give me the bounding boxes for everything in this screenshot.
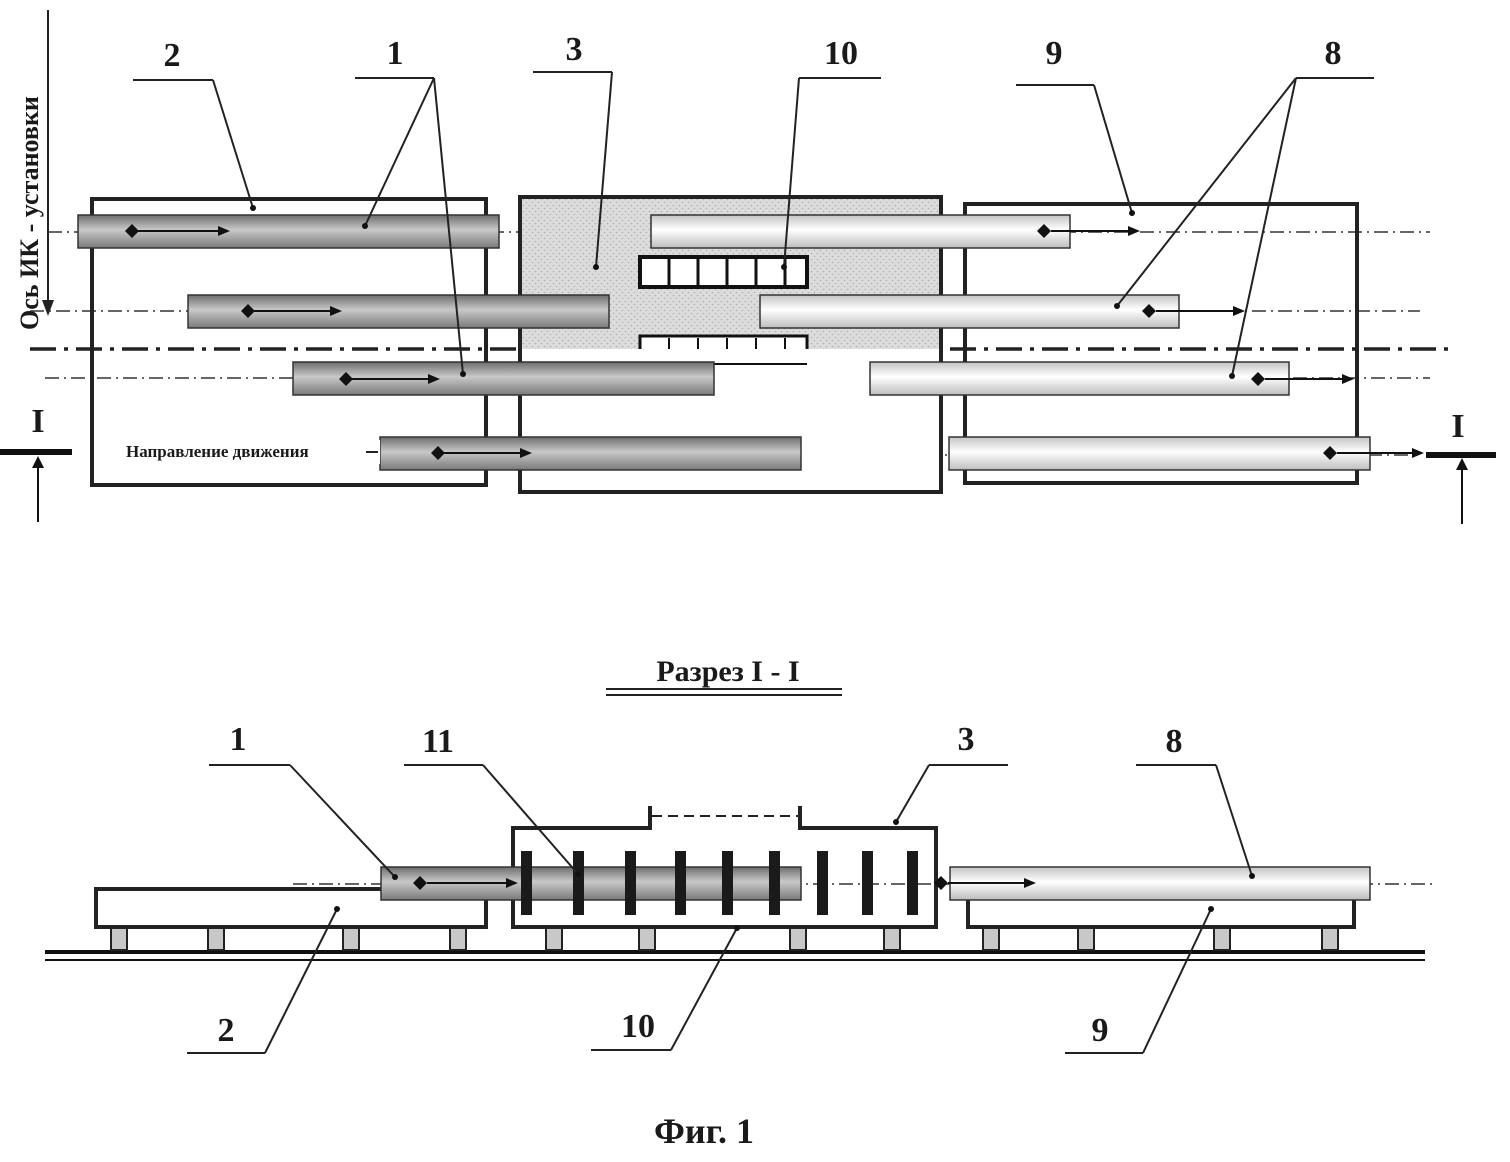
section-label-left: I bbox=[31, 403, 44, 440]
section-view: 1 11 3 8 2 10 9 bbox=[45, 721, 1437, 1053]
callout-8-bottom: 8 bbox=[1166, 723, 1183, 760]
callout-9-bottom: 9 bbox=[1092, 1012, 1109, 1049]
section-title-text: Разрез I - I bbox=[656, 655, 799, 688]
callout-1-top: 1 bbox=[387, 35, 404, 72]
plan-view: Ось ИК - установки bbox=[0, 10, 1496, 524]
callout-9-top: 9 bbox=[1046, 35, 1063, 72]
callout-8-top: 8 bbox=[1325, 35, 1342, 72]
section-marker-left: I bbox=[0, 403, 72, 522]
input-direction-arrows bbox=[125, 224, 532, 460]
callout-10-bottom: 10 bbox=[621, 1008, 655, 1045]
section-title: Разрез I - I bbox=[606, 655, 842, 695]
supports bbox=[111, 928, 1338, 950]
section-marker-right: I bbox=[1426, 408, 1496, 524]
callout-10-top: 10 bbox=[824, 35, 858, 72]
section-label-right: I bbox=[1451, 408, 1464, 445]
callout-2-bottom: 2 bbox=[218, 1012, 235, 1049]
installation-axis-marker: Ось ИК - установки bbox=[15, 10, 54, 330]
direction-label: Направление движения bbox=[126, 442, 309, 461]
output-conveyor-section bbox=[968, 897, 1354, 927]
callout-2-top: 2 bbox=[164, 37, 181, 74]
callout-1-bottom: 1 bbox=[230, 721, 247, 758]
axis-label: Ось ИК - установки bbox=[15, 96, 44, 330]
callout-11-bottom: 11 bbox=[422, 723, 454, 760]
callout-3-bottom: 3 bbox=[958, 721, 975, 758]
figure-caption: Фиг. 1 bbox=[654, 1111, 754, 1151]
output-direction-arrows bbox=[1037, 224, 1424, 460]
callout-3-top: 3 bbox=[566, 31, 583, 68]
